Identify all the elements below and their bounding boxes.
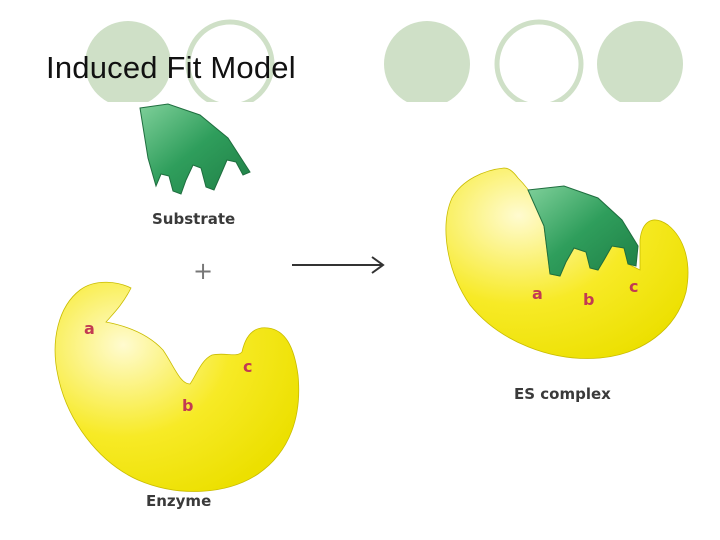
reaction-arrow bbox=[292, 256, 385, 274]
complex-site-b: b bbox=[583, 290, 594, 309]
enzyme-label: Enzyme bbox=[146, 492, 211, 510]
enzyme-site-b: b bbox=[182, 396, 193, 415]
substrate-shape bbox=[139, 103, 251, 195]
complex-site-a: a bbox=[532, 284, 543, 303]
es-complex-label: ES complex bbox=[514, 385, 611, 403]
complex-site-c: c bbox=[629, 277, 638, 296]
deco-circle bbox=[597, 21, 683, 107]
es-complex-substrate-shape bbox=[527, 185, 639, 277]
enzyme-shape bbox=[54, 281, 300, 492]
plus-sign: + bbox=[193, 257, 213, 285]
decorative-circles bbox=[0, 19, 720, 110]
slide-title: Induced Fit Model bbox=[46, 50, 296, 85]
substrate-label: Substrate bbox=[152, 210, 235, 228]
enzyme-site-a: a bbox=[84, 319, 95, 338]
enzyme-site-c: c bbox=[243, 357, 252, 376]
deco-circle bbox=[85, 21, 171, 107]
deco-circle bbox=[384, 21, 470, 107]
